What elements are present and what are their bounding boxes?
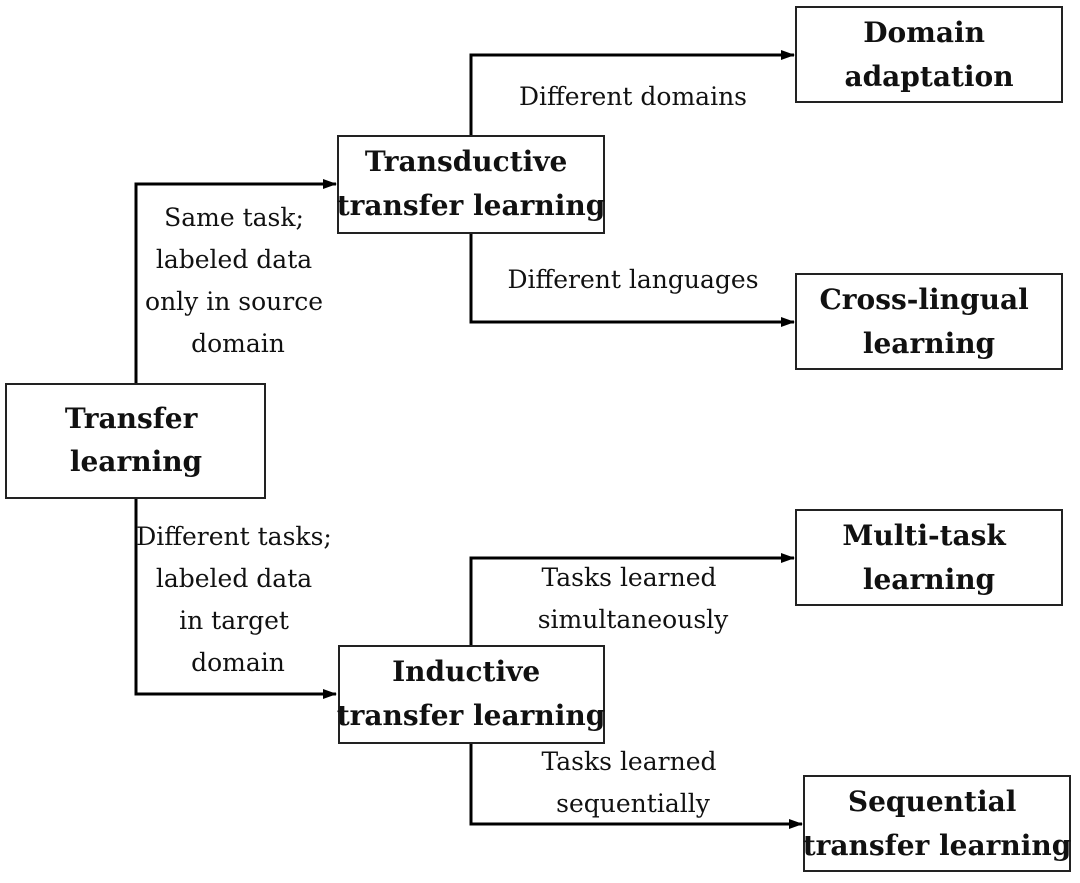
arrow-to-inductive [134, 498, 337, 699]
node-multi-task-learning: Multi-task learning [795, 509, 1063, 606]
edge-label-different-languages: Different languages [507, 265, 758, 294]
connectors [134, 50, 803, 829]
node-cross-lingual-label: Cross-lingual learning [820, 283, 1039, 360]
node-cross-lingual-learning: Cross-lingual learning [795, 273, 1063, 370]
edge-label-different-tasks: Different tasks; labeled data in target … [136, 522, 340, 677]
arrow-to-domain-adaptation [469, 50, 795, 136]
edge-label-simultaneously: Tasks learned simultaneously [538, 563, 729, 634]
node-transfer-learning: Transfer learning [5, 383, 266, 499]
arrow-to-sequential [469, 743, 803, 829]
node-sequential-transfer-learning: Sequential transfer learning [803, 775, 1072, 872]
node-inductive-label: Inductive transfer learning [337, 655, 606, 732]
node-domain-adaptation: Domain adaptation [795, 6, 1063, 103]
node-transfer-learning-label: Transfer learning [65, 402, 207, 478]
arrow-to-multi-task [469, 553, 795, 646]
edge-label-different-domains: Different domains [519, 82, 747, 111]
node-inductive-transfer-learning: Inductive transfer learning [337, 645, 606, 744]
arrow-to-transductive [134, 179, 337, 384]
node-multi-task-label: Multi-task learning [842, 519, 1015, 596]
node-domain-adaptation-label: Domain adaptation [844, 16, 1013, 93]
edge-label-same-task: Same task; labeled data only in source d… [145, 203, 331, 358]
arrow-to-cross-lingual [469, 233, 795, 327]
node-sequential-label: Sequential transfer learning [803, 785, 1072, 862]
edge-label-sequentially: Tasks learned sequentially [542, 747, 725, 818]
edge-labels: Same task; labeled data only in source d… [136, 82, 758, 818]
node-transductive-label: Transductive transfer learning [337, 145, 606, 222]
node-transductive-transfer-learning: Transductive transfer learning [337, 135, 606, 234]
